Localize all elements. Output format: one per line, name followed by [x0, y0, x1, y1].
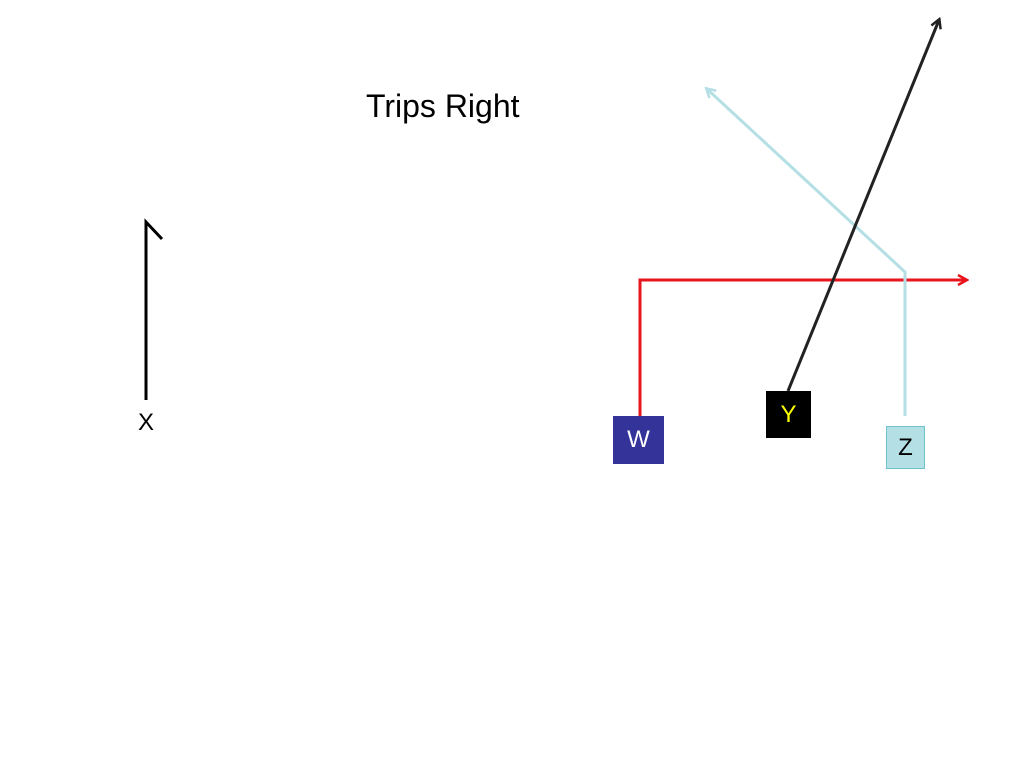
player-z-marker: Z: [886, 426, 925, 469]
player-y-marker: Y: [766, 391, 811, 438]
player-z-label: Z: [898, 433, 913, 461]
player-w-marker: W: [613, 416, 664, 464]
route-y: [786, 20, 939, 392]
player-x-label: X: [137, 409, 154, 436]
route-z: [707, 89, 907, 416]
page-title: Trips Right: [366, 88, 520, 124]
player-y-label: Y: [780, 400, 797, 428]
player-w-label: W: [627, 426, 650, 453]
route-w: [638, 280, 966, 416]
route-x: [144, 218, 164, 400]
